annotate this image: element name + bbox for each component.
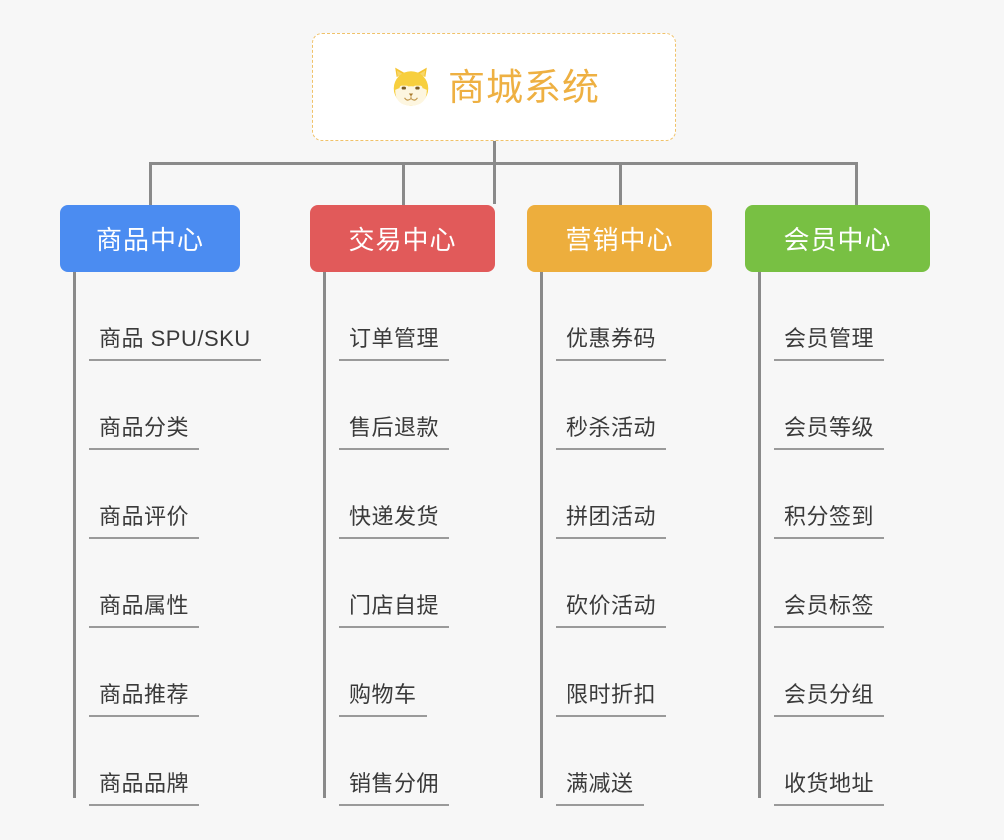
leaf-item-label: 商品 SPU/SKU [89,328,261,361]
leaf-item[interactable]: 商品品牌 [60,717,261,806]
leaf-item[interactable]: 秒杀活动 [527,361,712,450]
leaf-item-label: 门店自提 [339,595,450,628]
leaf-list: 商品 SPU/SKU 商品分类 商品评价 商品属性 商品推荐 商品品牌 [60,272,261,806]
leaf-item-label: 砍价活动 [556,595,667,628]
leaf-item[interactable]: 会员分组 [745,628,930,717]
leaf-item-label: 优惠券码 [556,328,667,361]
leaf-item-label: 订单管理 [339,328,450,361]
leaf-list: 会员管理 会员等级 积分签到 会员标签 会员分组 收货地址 [745,272,930,806]
branch-product-center: 商品中心 商品 SPU/SKU 商品分类 商品评价 商品属性 商品推荐 商品品牌 [60,205,261,806]
leaf-item[interactable]: 购物车 [310,628,495,717]
leaf-item-label: 秒杀活动 [556,417,667,450]
leaf-item-label: 销售分佣 [339,773,450,806]
leaf-item[interactable]: 砍价活动 [527,539,712,628]
leaf-item[interactable]: 商品分类 [60,361,261,450]
shiba-dog-icon [388,64,434,110]
leaf-list: 优惠券码 秒杀活动 拼团活动 砍价活动 限时折扣 满减送 [527,272,712,806]
branch-spine [540,272,543,798]
leaf-item-label: 拼团活动 [556,506,667,539]
leaf-item[interactable]: 门店自提 [310,539,495,628]
leaf-item[interactable]: 限时折扣 [527,628,712,717]
leaf-item-label: 商品评价 [89,506,200,539]
category-label: 会员中心 [783,225,892,255]
leaf-item-label: 满减送 [556,773,644,806]
leaf-item-label: 售后退款 [339,417,450,450]
branch-spine [758,272,761,798]
leaf-item-label: 会员等级 [774,417,885,450]
leaf-item[interactable]: 售后退款 [310,361,495,450]
leaf-item[interactable]: 快递发货 [310,450,495,539]
leaf-item[interactable]: 会员管理 [745,272,930,361]
leaf-item-label: 购物车 [339,684,427,717]
leaf-item-label: 商品品牌 [89,773,200,806]
branch-marketing-center: 营销中心 优惠券码 秒杀活动 拼团活动 砍价活动 限时折扣 满减送 [527,205,712,806]
leaf-item[interactable]: 商品 SPU/SKU [60,272,261,361]
leaf-item[interactable]: 订单管理 [310,272,495,361]
connector-drop-3 [855,162,858,207]
leaf-item-label: 会员分组 [774,684,885,717]
leaf-item-label: 商品推荐 [89,684,200,717]
branch-trade-center: 交易中心 订单管理 售后退款 快递发货 门店自提 购物车 销售分佣 [310,205,495,806]
connector-drop-0 [149,162,152,207]
leaf-item[interactable]: 收货地址 [745,717,930,806]
leaf-item-label: 商品属性 [89,595,200,628]
leaf-item-label: 限时折扣 [556,684,667,717]
leaf-item-label: 会员标签 [774,595,885,628]
leaf-item[interactable]: 满减送 [527,717,712,806]
leaf-list: 订单管理 售后退款 快递发货 门店自提 购物车 销售分佣 [310,272,495,806]
connector-horizontal-bus [149,162,858,165]
leaf-item-label: 收货地址 [774,773,885,806]
category-label: 营销中心 [565,225,674,255]
connector-drop-2 [619,162,622,207]
connector-root-stem [493,141,496,204]
category-label: 商品中心 [95,225,204,255]
leaf-item[interactable]: 会员标签 [745,539,930,628]
branch-member-center: 会员中心 会员管理 会员等级 积分签到 会员标签 会员分组 收货地址 [745,205,930,806]
leaf-item[interactable]: 销售分佣 [310,717,495,806]
category-node-member-center[interactable]: 会员中心 [745,205,930,272]
connector-drop-1 [402,162,405,207]
category-node-trade-center[interactable]: 交易中心 [310,205,495,272]
category-label: 交易中心 [348,225,457,255]
leaf-item-label: 会员管理 [774,328,885,361]
root-node-title: 商城系统 [448,66,600,108]
leaf-item[interactable]: 商品评价 [60,450,261,539]
leaf-item-label: 快递发货 [339,506,450,539]
leaf-item[interactable]: 商品推荐 [60,628,261,717]
leaf-item[interactable]: 拼团活动 [527,450,712,539]
leaf-item-label: 商品分类 [89,417,200,450]
root-node-mall-system[interactable]: 商城系统 [312,33,676,141]
leaf-item[interactable]: 优惠券码 [527,272,712,361]
leaf-item[interactable]: 商品属性 [60,539,261,628]
leaf-item[interactable]: 会员等级 [745,361,930,450]
branch-spine [73,272,76,798]
category-node-marketing-center[interactable]: 营销中心 [527,205,712,272]
category-node-product-center[interactable]: 商品中心 [60,205,240,272]
leaf-item[interactable]: 积分签到 [745,450,930,539]
leaf-item-label: 积分签到 [774,506,885,539]
branch-spine [323,272,326,798]
